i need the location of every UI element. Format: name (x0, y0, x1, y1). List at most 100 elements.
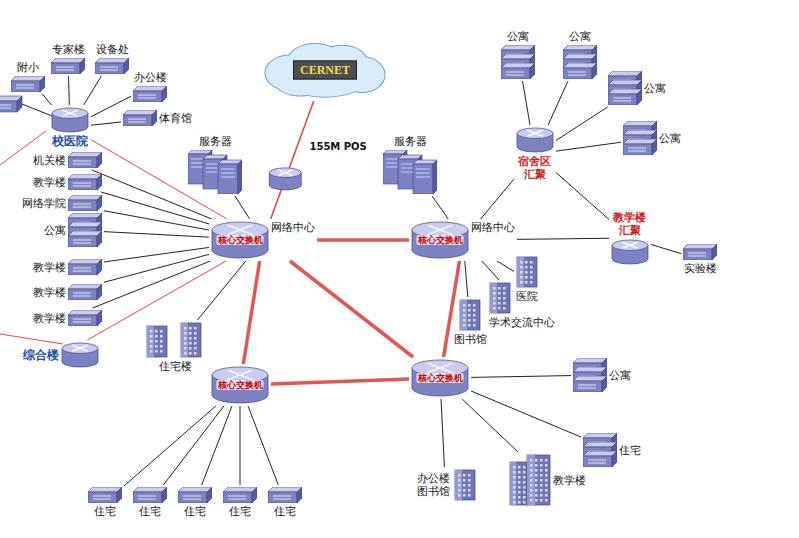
device-icon-drawing (683, 244, 717, 260)
switch-node: 体育馆 (123, 110, 192, 126)
device-label: 校医院 (52, 135, 88, 148)
label-box: 宿舍区 汇聚 (516, 155, 553, 181)
device-icon-drawing (68, 152, 102, 168)
building-node: 医院 (516, 256, 538, 303)
device-label: 办公楼 (134, 71, 167, 84)
label-box: 机关楼 (33, 154, 66, 167)
switch-stack-node: 公寓 (623, 121, 681, 155)
label-box: 公寓 (44, 224, 66, 237)
device-name: 核心交换机 (417, 373, 464, 383)
device-icon (223, 487, 257, 503)
device-label: 教学楼 (33, 286, 66, 299)
label-box: 图书馆 (454, 333, 487, 346)
label-box: 公寓 (609, 369, 631, 382)
device-label: 图书馆 (454, 333, 487, 346)
device-label: 教学楼 (33, 261, 66, 274)
core-switch-node: 核心交换机 (211, 366, 269, 404)
link-line (202, 406, 232, 485)
label-box: 住宅 (274, 505, 296, 518)
link-line (235, 196, 250, 219)
device-icon-drawing (68, 310, 102, 326)
device-icon-drawing (51, 107, 89, 133)
device-label: 设备处 (96, 43, 129, 56)
device-icon-drawing (61, 342, 99, 368)
device-icon: 核心交换机 (411, 359, 469, 397)
link-line (481, 179, 514, 219)
label-box: 校医院 (52, 135, 88, 148)
device-icon: 核心交换机 (411, 221, 469, 259)
link-line (548, 81, 568, 125)
backbone-link (290, 261, 413, 357)
device-icon-drawing (516, 256, 538, 288)
device-label: 服务器 (394, 135, 427, 148)
device-icon-drawing (516, 127, 554, 153)
device-label: 教学楼 (33, 312, 66, 325)
device-icon (123, 110, 157, 126)
link-line (651, 244, 681, 253)
device-name: 核心交换机 (417, 235, 464, 245)
device-label: 公寓 (659, 132, 681, 145)
switch-node: 实验楼 (683, 244, 717, 275)
device-icon: CERNET (263, 41, 387, 99)
device-icon-drawing (145, 322, 205, 358)
switch-stack-node: 公寓 (608, 71, 666, 105)
red-link-line (0, 334, 63, 344)
label-box: 公寓 (659, 132, 681, 145)
server-group: 服务器 (188, 135, 242, 194)
device-icon (509, 454, 551, 506)
link-line (248, 406, 278, 485)
router-icon (269, 168, 301, 190)
device-icon (51, 58, 85, 74)
device-icon-drawing (51, 58, 85, 74)
link-line (22, 104, 52, 116)
switch-node: 网络学院 (22, 195, 102, 211)
switch-node: 办公楼 (133, 71, 167, 102)
device-icon-drawing (608, 71, 642, 105)
device-label: 医院 (516, 290, 538, 303)
link-line (104, 232, 209, 238)
core-switch-node: 核心交换机网络中心 (211, 221, 315, 259)
device-label: 住宅 (229, 505, 251, 518)
device-label: 住宅楼 (159, 360, 192, 373)
device-icon (608, 71, 642, 105)
device-label: 宿舍区 汇聚 (516, 155, 553, 181)
device-icon (489, 282, 511, 314)
device-icon (68, 310, 102, 326)
label-box: 住宅 (94, 505, 116, 518)
label-box: 设备处 (96, 43, 129, 56)
device-label: 教学楼 (553, 474, 586, 487)
switch-node: 住宅 (223, 487, 257, 518)
label-box: 办公楼 (134, 71, 167, 84)
device-icon-drawing (268, 487, 302, 503)
switch-node: 住宅 (268, 487, 302, 518)
switch-node: 教学楼 (33, 259, 102, 275)
switch-node: 机关楼 (33, 152, 102, 168)
device-icon-drawing (11, 76, 45, 92)
label-box: 网络中心 (271, 221, 315, 234)
label-box: 住宅楼 (159, 360, 192, 373)
link-line (198, 261, 246, 320)
switch-node: 教学楼 (33, 310, 102, 326)
device-label: 公寓 (44, 224, 66, 237)
device-icon-drawing (95, 58, 129, 74)
device-label: 综合楼 (23, 349, 59, 362)
device-icon (683, 244, 717, 260)
label-box: 教学楼 汇聚 (611, 211, 648, 237)
device-icon (145, 322, 205, 358)
label-box: 办公楼 图书馆 (415, 472, 452, 498)
device-name: 核心交换机 (217, 380, 264, 390)
link-line (556, 107, 608, 140)
building-node: 办公楼 图书馆 (415, 469, 476, 501)
device-icon (501, 45, 535, 79)
router-node: 校医院 (51, 107, 89, 148)
link-line (482, 261, 499, 280)
device-icon (11, 76, 45, 92)
link-line (163, 406, 224, 485)
device-icon (459, 299, 481, 331)
device-icon-drawing (501, 45, 535, 79)
label-box: 网络中心 (471, 221, 515, 234)
backbone-link (317, 238, 409, 242)
device-icon (268, 487, 302, 503)
